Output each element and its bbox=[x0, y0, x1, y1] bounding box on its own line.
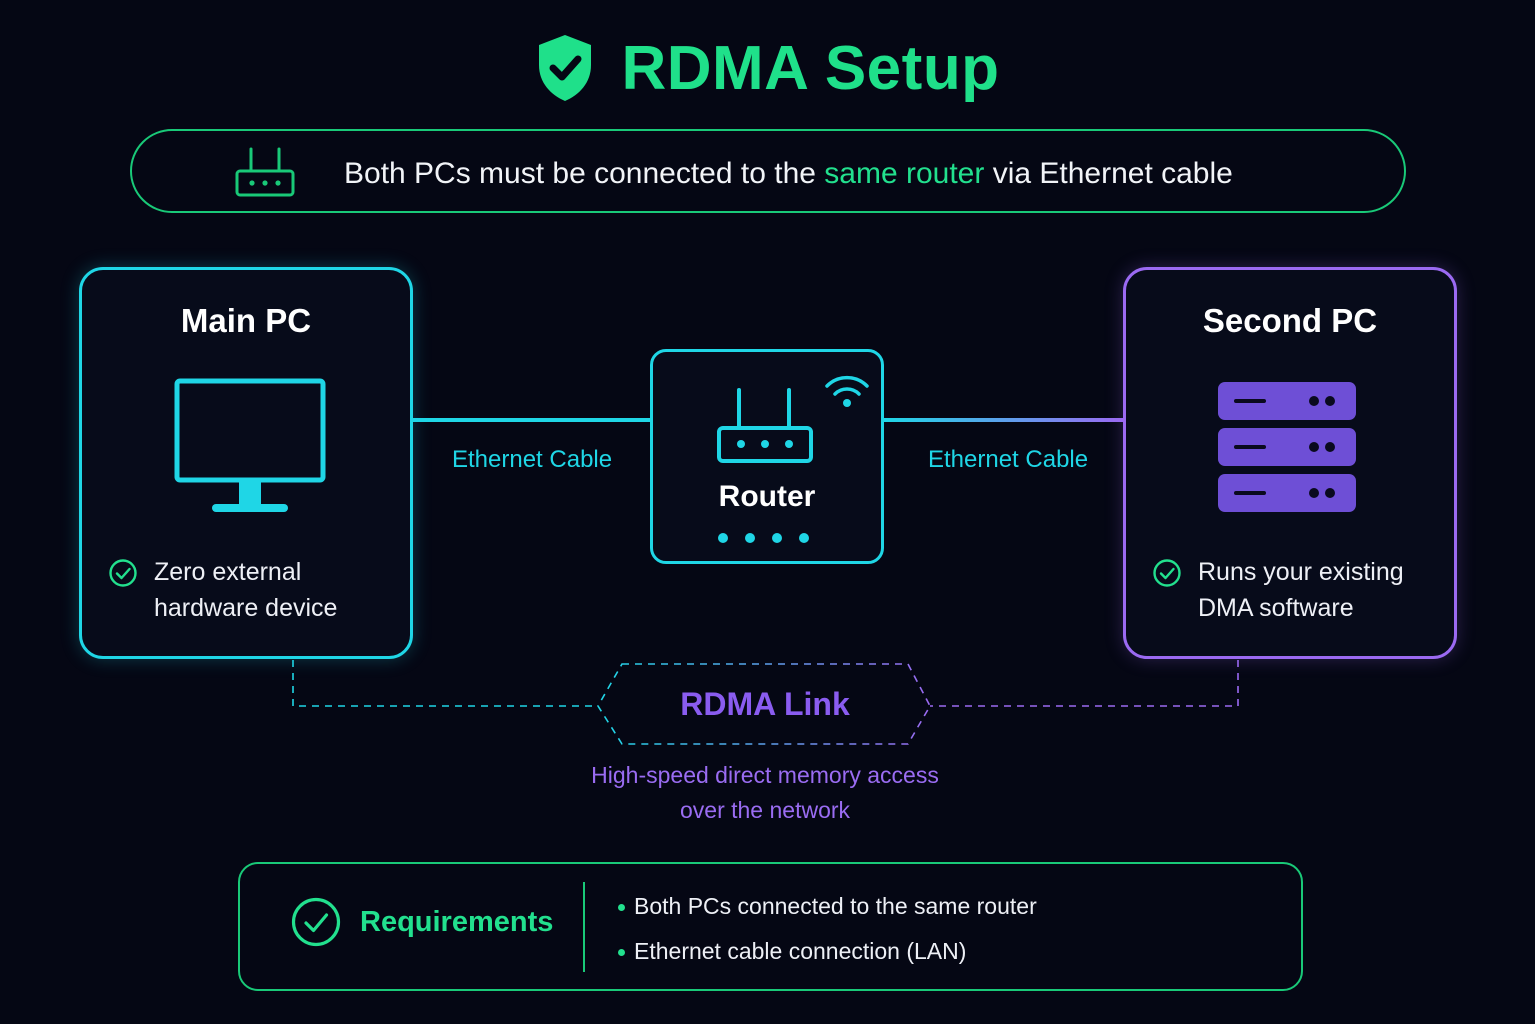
router-icon bbox=[717, 388, 813, 463]
requirements-divider bbox=[583, 882, 585, 972]
rdma-link-description-line1: High-speed direct memory access bbox=[591, 762, 939, 788]
check-circle-icon bbox=[109, 559, 137, 587]
ethernet-cable-label-right: Ethernet Cable bbox=[928, 446, 1089, 473]
check-circle-icon bbox=[291, 897, 341, 947]
bullet-dot bbox=[618, 949, 625, 956]
second-pc-note-line2: DMA software bbox=[1198, 594, 1354, 622]
second-pc-card: Second PC Runs your existing DMA softwar… bbox=[1123, 267, 1457, 659]
wifi-icon bbox=[825, 375, 869, 407]
check-circle-icon bbox=[1153, 559, 1181, 587]
router-label: Router bbox=[718, 480, 816, 513]
requirements-title: Requirements bbox=[360, 906, 554, 938]
shield-check-icon bbox=[539, 35, 592, 101]
title-row: RDMA Setup bbox=[0, 28, 1535, 108]
server-icon bbox=[1218, 382, 1356, 512]
rdma-link-left-line bbox=[292, 660, 598, 707]
second-pc-note-line1: Runs your existing bbox=[1198, 558, 1404, 586]
requirements-panel: Requirements Both PCs connected to the s… bbox=[238, 862, 1303, 991]
main-pc-note-line2: hardware device bbox=[154, 594, 338, 622]
ethernet-cable-label-left: Ethernet Cable bbox=[452, 446, 613, 473]
rdma-link-badge-outline bbox=[597, 663, 931, 745]
bullet-dot bbox=[618, 904, 625, 911]
main-pc-note-line1: Zero external bbox=[154, 558, 302, 586]
banner-text-end: via Ethernet cable bbox=[984, 157, 1233, 190]
main-pc-title: Main PC bbox=[180, 302, 312, 339]
main-pc-note: Zero external hardware device bbox=[154, 554, 404, 626]
rdma-link-description-line2: over the network bbox=[679, 797, 851, 823]
page-title: RDMA Setup bbox=[621, 33, 1000, 103]
main-pc-card: Main PC Zero external hardware device bbox=[79, 267, 413, 659]
second-pc-note: Runs your existing DMA software bbox=[1198, 554, 1448, 626]
router-card: Router bbox=[650, 349, 884, 564]
router-status-dots bbox=[718, 533, 809, 543]
rdma-link-right-line bbox=[930, 660, 1239, 707]
second-pc-title: Second PC bbox=[1202, 302, 1378, 339]
banner-highlight: same router bbox=[824, 157, 985, 190]
rdma-link-label: RDMA Link bbox=[680, 686, 850, 722]
monitor-icon bbox=[174, 378, 326, 512]
requirement-item: Both PCs connected to the same router bbox=[634, 893, 1037, 919]
rdma-link-description: High-speed direct memory access over the… bbox=[540, 758, 990, 828]
router-requirement-banner: Both PCs must be connected to the same r… bbox=[130, 129, 1406, 213]
banner-text-start: Both PCs must be connected to the bbox=[344, 157, 825, 190]
banner-text: Both PCs must be connected to the same r… bbox=[344, 157, 1233, 191]
router-icon bbox=[235, 147, 295, 197]
requirement-item: Ethernet cable connection (LAN) bbox=[634, 938, 967, 964]
